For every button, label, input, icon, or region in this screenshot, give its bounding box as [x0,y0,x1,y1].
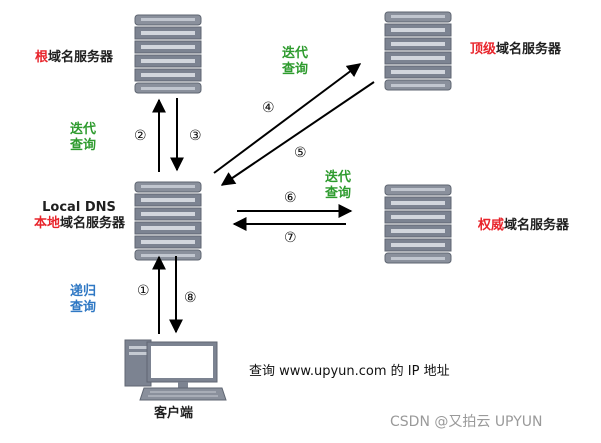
arrow-4 [213,63,362,174]
query-description: 查询 www.upyun.com 的 IP 地址 [249,364,450,379]
local-dns-label: Local DNS 本地域名服务器 [34,200,126,232]
top-level-server-label: 顶级域名服务器 [470,42,562,57]
local-dns-server-icon [134,181,202,261]
arrow-5 [220,81,375,186]
recursive-query-label: 递归查询 [70,284,97,316]
client-label: 客户端 [154,406,194,421]
step-1: ① [137,283,150,299]
iterative-query-label-left: 迭代查询 [70,122,97,154]
top-level-server-icon [384,11,452,91]
root-server-label: 根域名服务器 [35,50,114,65]
step-8: ⑧ [184,290,197,306]
watermark: CSDN @又拍云 UPYUN [390,414,543,430]
step-2: ② [134,128,147,144]
iterative-query-label-right: 迭代查询 [325,170,352,202]
root-server-icon [134,14,202,94]
step-3: ③ [189,128,202,144]
desktop-computer-icon [124,339,227,401]
authoritative-server-label: 权威域名服务器 [478,218,570,233]
iterative-query-label-top: 迭代查询 [282,46,309,78]
step-4: ④ [262,100,275,116]
authoritative-server-icon [384,184,452,264]
step-7: ⑦ [284,230,297,246]
step-5: ⑤ [294,145,307,161]
step-6: ⑥ [284,190,297,206]
